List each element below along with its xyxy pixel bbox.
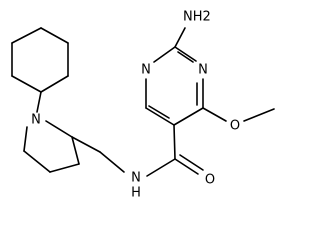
molecular-structure-diagram: NH2 N N O N H O N — [11, 10, 275, 201]
pyrimidine-ring — [145, 46, 204, 126]
amino-bond — [174, 27, 186, 48]
amide-group — [146, 124, 204, 177]
cyclohexyl-ring — [11, 27, 69, 93]
pyrimidine-nitrogen-right-label: N — [198, 63, 208, 78]
amide-hydrogen-label: H — [131, 186, 141, 201]
amide-nitrogen-label: N — [131, 171, 141, 186]
pyrrolidine-nitrogen-label: N — [31, 113, 41, 128]
amine-label: NH2 — [183, 10, 211, 25]
carbonyl-oxygen-label: O — [205, 173, 215, 188]
methoxy-oxygen-label: O — [230, 119, 240, 134]
pyrimidine-nitrogen-top-label: N — [141, 63, 151, 78]
methoxy-group — [202, 107, 275, 122]
pyrrolidine-ring — [23, 120, 80, 173]
cyclohexyl-nitrogen-bond — [36, 91, 42, 113]
methylene-linker — [71, 136, 125, 173]
